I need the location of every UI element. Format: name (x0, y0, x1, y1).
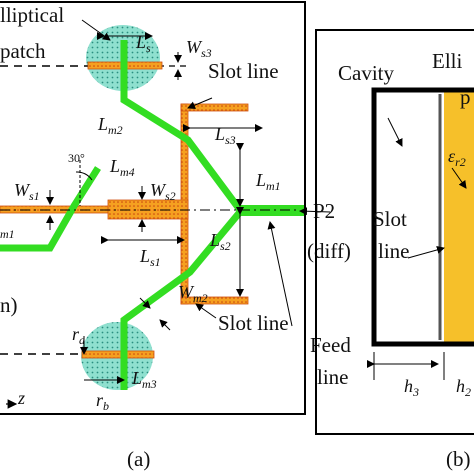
label-diff: (diff) (307, 239, 351, 263)
label-ls1: Ls1 (139, 246, 161, 269)
arrow-elliptical (81, 19, 111, 41)
label-ws1: Ws1 (14, 180, 40, 203)
label-elliptical: lliptical (0, 3, 64, 27)
label-left-paren: n) (0, 293, 18, 317)
arrow-slot-top (187, 97, 213, 109)
arrow-er2 (451, 167, 467, 189)
label-ws2: Ws2 (150, 180, 176, 203)
label-ls2: Ls2 (209, 230, 231, 253)
panel-b: Cavity Elli p Slot line εr2 h3 h2 (b) (315, 29, 474, 471)
label-patch: patch (0, 39, 46, 63)
slot-stub-top (180, 103, 249, 112)
substrate (444, 90, 474, 344)
label-axis-z: z (17, 388, 25, 408)
caption-b: (b) (446, 447, 471, 471)
arrow-slot-bottom (195, 303, 217, 319)
label-h2: h2 (456, 376, 471, 399)
label-feed-line: line (317, 365, 349, 389)
patch-slot-bottom (81, 350, 155, 359)
label-h3: h3 (404, 376, 419, 399)
label-slot-line-bottom: Slot line (218, 311, 289, 335)
label-rb: rb (96, 390, 109, 413)
label-cavity: Cavity (338, 61, 394, 85)
feed-line-bottom (120, 209, 243, 390)
feed-line-left (0, 166, 101, 252)
panel-a: lliptical patch Slot line Slot line P2 (… (0, 1, 351, 471)
label-slot-line-top: Slot line (208, 59, 279, 83)
dim-labels: Ws3 Ls Lm2 Ls3 Lm4 Ws1 Ws2 Lm1 m1 Ls1 Ls… (0, 32, 281, 413)
label-elli: Elli (432, 49, 462, 73)
label-p2: P2 (313, 199, 335, 223)
slot-stub-bottom (180, 296, 249, 305)
angle-arc (75, 171, 93, 181)
label-ls-top: Ls (135, 32, 151, 55)
caption-a: (a) (127, 447, 150, 471)
arrow-wm2-b (159, 319, 171, 331)
label-angle: 30° (68, 151, 85, 165)
label-ws3: Ws3 (186, 37, 212, 60)
arrow-feed-line (267, 221, 293, 327)
label-ls3: Ls3 (214, 124, 236, 147)
label-lm3: Lm3 (131, 368, 157, 391)
panel-b-frame (315, 29, 474, 435)
label-slot: Slot (373, 207, 407, 231)
cavity-box (371, 87, 474, 347)
label-line: line (378, 239, 410, 263)
arrow-slot-line-b (407, 246, 445, 259)
label-lm2: Lm2 (97, 114, 123, 137)
label-wm2: Wm2 (178, 282, 208, 305)
feed-line-port (240, 205, 304, 216)
label-wm1: m1 (0, 227, 15, 241)
label-lm4: Lm4 (109, 156, 135, 179)
label-ra: ra (72, 324, 85, 347)
arrow-wm2-a (139, 297, 151, 309)
label-p: p (460, 85, 471, 109)
arrow-cavity (387, 117, 403, 147)
label-er2: εr2 (448, 146, 466, 169)
label-lm1: Lm1 (255, 170, 281, 193)
